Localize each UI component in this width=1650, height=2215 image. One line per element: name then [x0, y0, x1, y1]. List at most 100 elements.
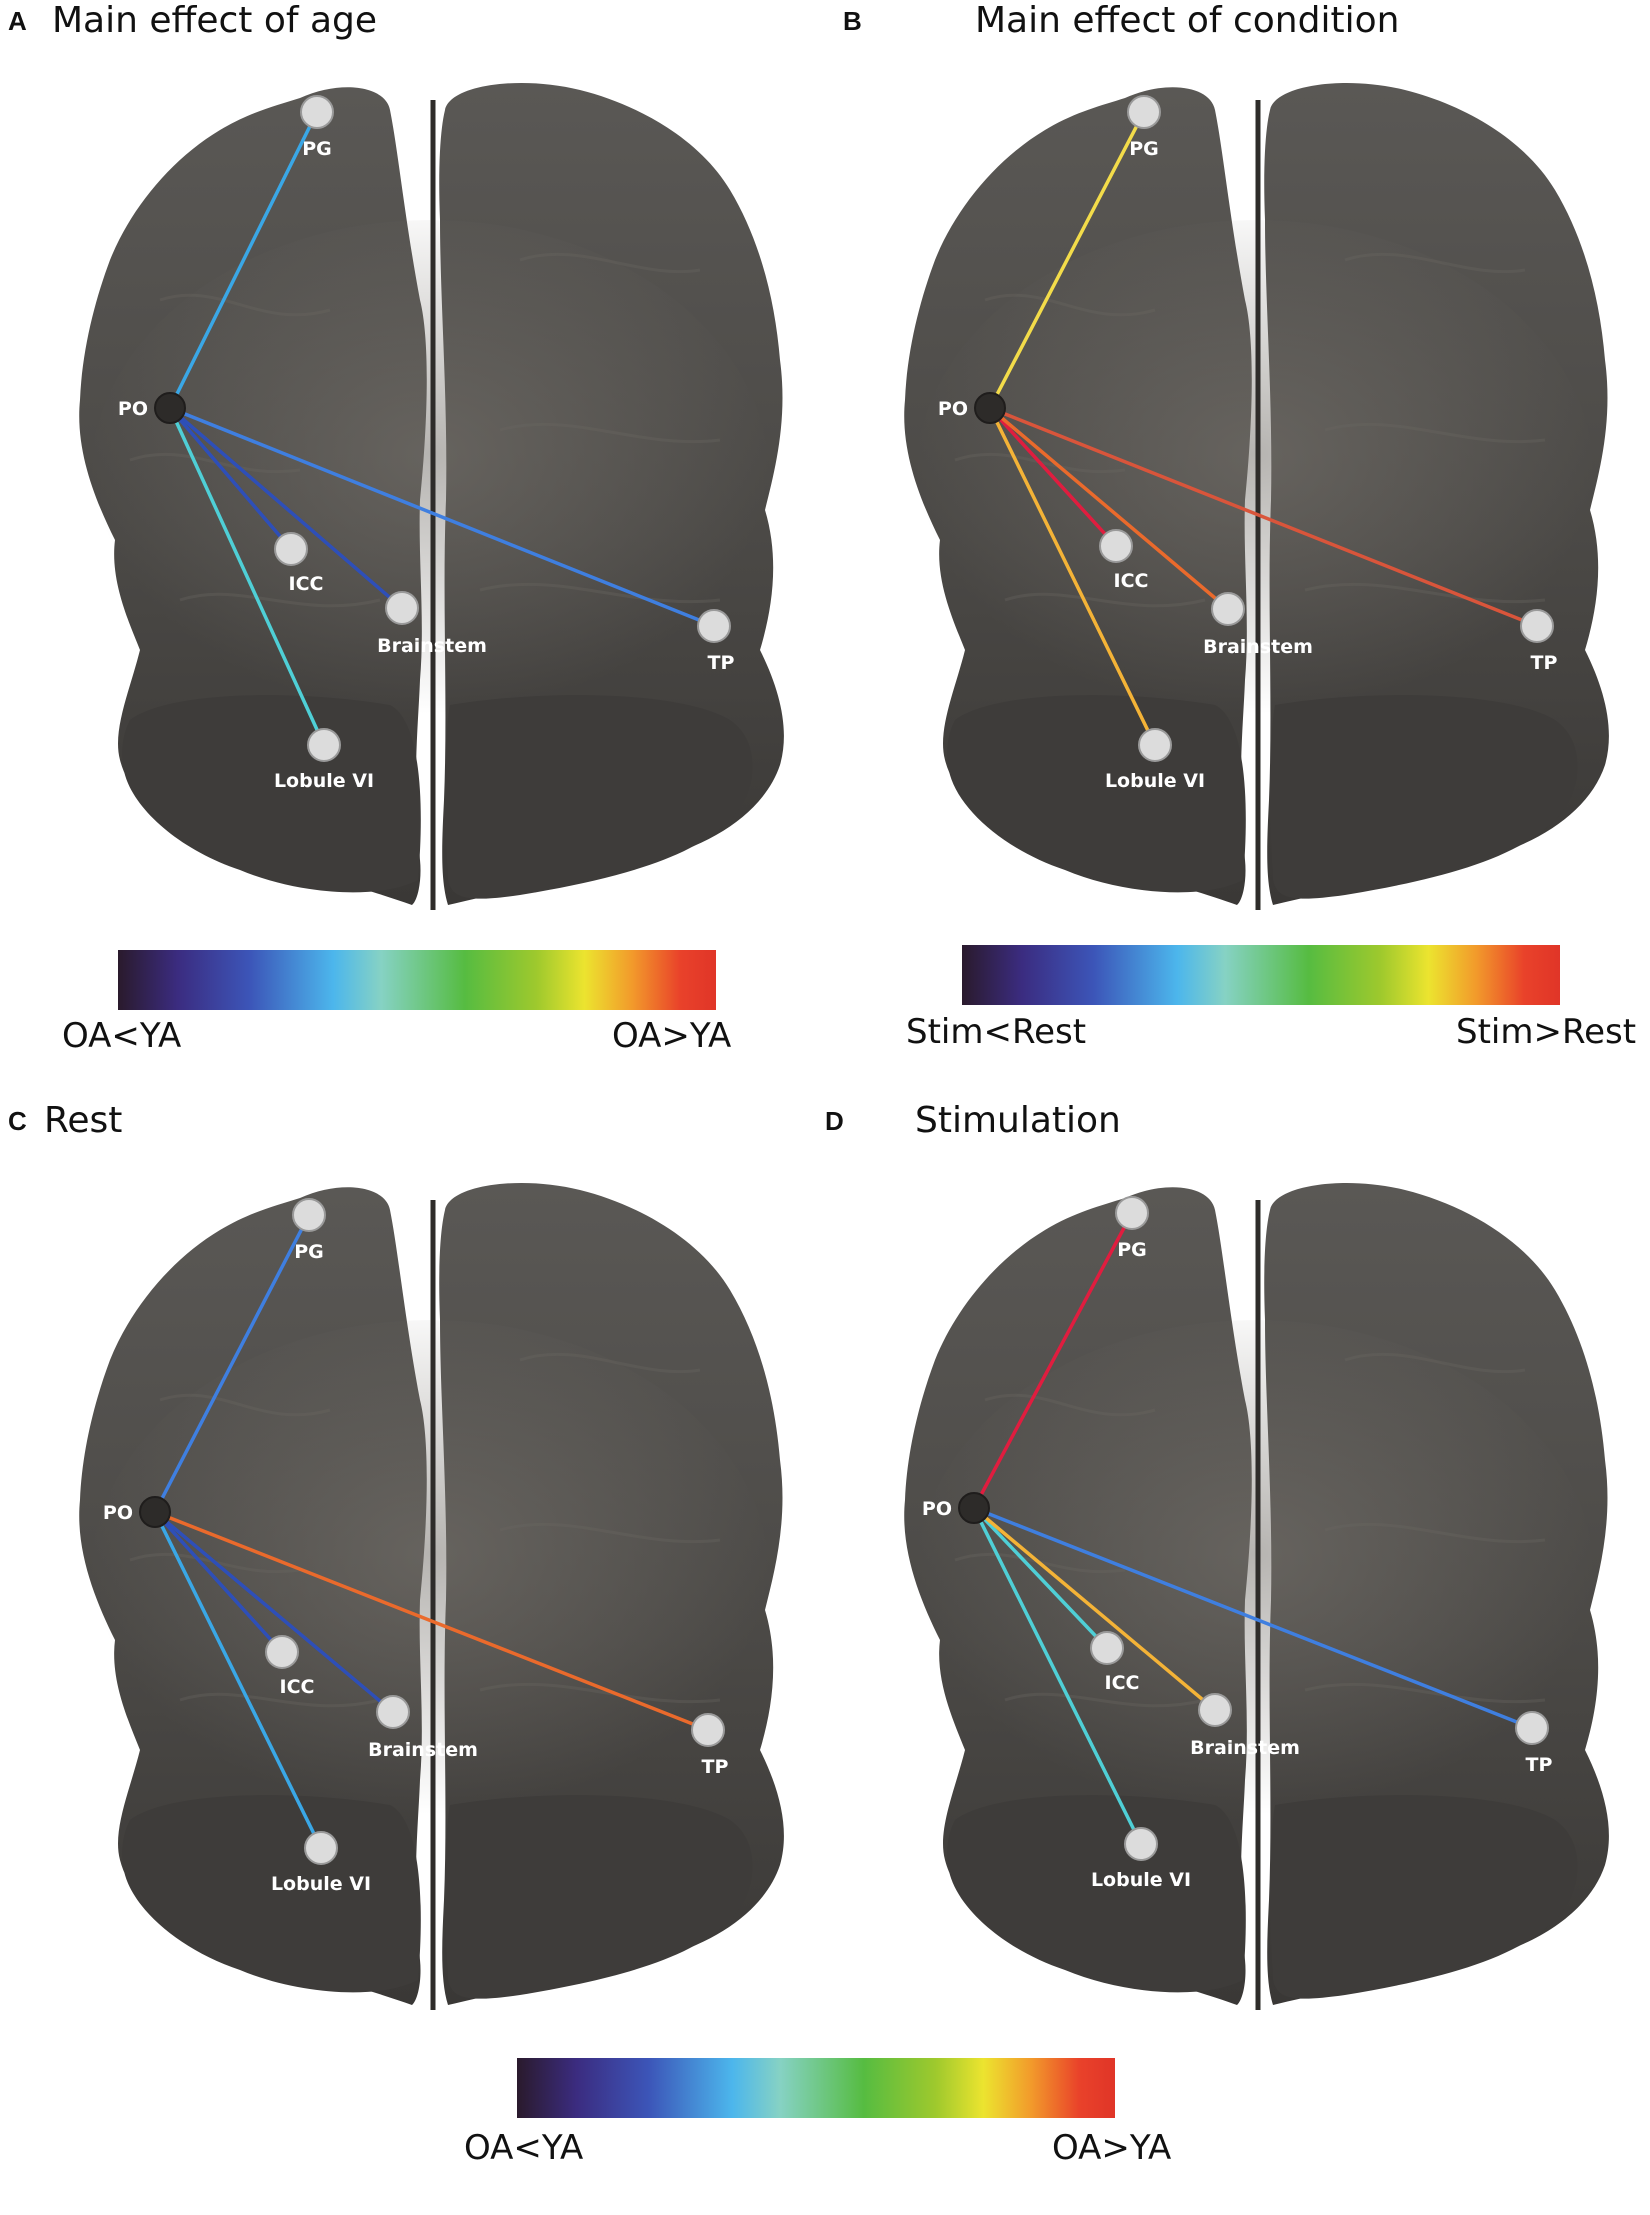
cerebellum-right [1270, 1795, 1578, 1999]
gyrus-line [1304, 1682, 1546, 1704]
connections [168, 110, 716, 747]
node-po [139, 1496, 171, 1528]
node-icc [274, 532, 308, 566]
node-tp [691, 1713, 725, 1747]
cerebellum-left [122, 1795, 421, 1993]
connection-po-icc [988, 406, 1118, 548]
cerebellum-right [445, 1795, 753, 1999]
panel-letter: C [8, 1106, 27, 1136]
panel-title: Rest [44, 1100, 123, 1141]
connection-po-icc [168, 406, 293, 551]
colorbar-max-label: OA>YA [612, 1016, 732, 1056]
gyrus-line [1004, 592, 1206, 608]
node-brainstem [376, 1695, 410, 1729]
node-lobule-vi [304, 1831, 338, 1865]
node-icc [1099, 529, 1133, 563]
colorbar-min-label: OA<YA [464, 2128, 584, 2168]
node-label-po: PO [922, 1498, 952, 1520]
connections [972, 1211, 1534, 1846]
connection-po-lobule-vi [972, 1506, 1143, 1846]
node-po [154, 392, 186, 424]
node-brainstem [1198, 1693, 1232, 1727]
gyrus-line [499, 422, 721, 444]
connection-po-pg [988, 110, 1146, 410]
node-label-pg: PG [1129, 138, 1159, 160]
node-po [974, 392, 1006, 424]
node-label-icc: ICC [1105, 1672, 1140, 1694]
node-label-po: PO [103, 1502, 133, 1524]
node-pg [300, 95, 334, 129]
node-label-icc: ICC [289, 573, 324, 595]
panel-title: Main effect of age [52, 0, 378, 41]
node-label-tp: TP [708, 652, 735, 674]
brain-surface [79, 1182, 784, 2010]
gyrus-line [984, 1393, 1156, 1417]
node-label-brainstem: Brainstem [1190, 1737, 1300, 1759]
gyrus-line [1324, 422, 1546, 444]
node-brainstem [385, 591, 419, 625]
gyrus-line [479, 1682, 721, 1704]
gyrus-line [1304, 582, 1546, 604]
connection-po-lobule-vi [988, 406, 1157, 747]
colorbar-max-label: OA>YA [1052, 2128, 1172, 2168]
node-label-lobule-vi: Lobule VI [1105, 770, 1205, 792]
gyrus-line [159, 1393, 331, 1417]
gyrus-line [159, 293, 331, 317]
node-icc [1090, 1631, 1124, 1665]
panel-letter: B [843, 6, 862, 36]
gyrus-line [479, 582, 721, 604]
node-label-pg: PG [294, 1241, 324, 1263]
cerebellum-left [947, 1795, 1246, 1993]
node-label-brainstem: Brainstem [377, 635, 487, 657]
connection-po-brainstem [988, 406, 1230, 611]
gyrus-line [519, 1352, 701, 1374]
node-label-lobule-vi: Lobule VI [274, 770, 374, 792]
brain-surface [904, 1182, 1609, 2010]
gyrus-line [1004, 1692, 1206, 1708]
panel-letter: A [8, 6, 27, 36]
connections [988, 110, 1539, 747]
connection-po-icc [972, 1506, 1109, 1650]
connection-po-tp [988, 406, 1539, 628]
node-label-tp: TP [1531, 652, 1558, 674]
colorbar-age-bottom [517, 2058, 1115, 2118]
node-pg [1127, 95, 1161, 129]
panel-title: Stimulation [915, 1100, 1121, 1141]
cerebellum-right [1270, 695, 1578, 899]
node-label-lobule-vi: Lobule VI [271, 1873, 371, 1895]
node-label-brainstem: Brainstem [368, 1739, 478, 1761]
node-label-icc: ICC [280, 1676, 315, 1698]
connections [153, 1213, 710, 1850]
node-lobule-vi [307, 728, 341, 762]
colorbar-min-label: Stim<Rest [906, 1012, 1087, 1052]
surface-sheen [90, 220, 770, 740]
node-po [958, 1492, 990, 1524]
node-label-icc: ICC [1114, 570, 1149, 592]
connection-po-pg [168, 110, 319, 410]
connection-po-lobule-vi [153, 1510, 323, 1850]
gyrus-line [179, 592, 381, 608]
panel-title: Main effect of condition [975, 0, 1400, 41]
connection-po-brainstem [972, 1506, 1217, 1712]
connection-po-brainstem [168, 406, 404, 610]
node-label-tp: TP [702, 1756, 729, 1778]
node-label-pg: PG [1117, 1239, 1147, 1261]
gyrus-line [1324, 1522, 1546, 1544]
surface-sheen [915, 1320, 1595, 1840]
gyrus-line [179, 1692, 381, 1708]
node-tp [1520, 609, 1554, 643]
connection-po-brainstem [153, 1510, 395, 1714]
gyrus-line [1344, 1352, 1526, 1374]
brain-surface [904, 82, 1609, 910]
node-lobule-vi [1124, 1827, 1158, 1861]
cerebellum-left [947, 695, 1246, 893]
